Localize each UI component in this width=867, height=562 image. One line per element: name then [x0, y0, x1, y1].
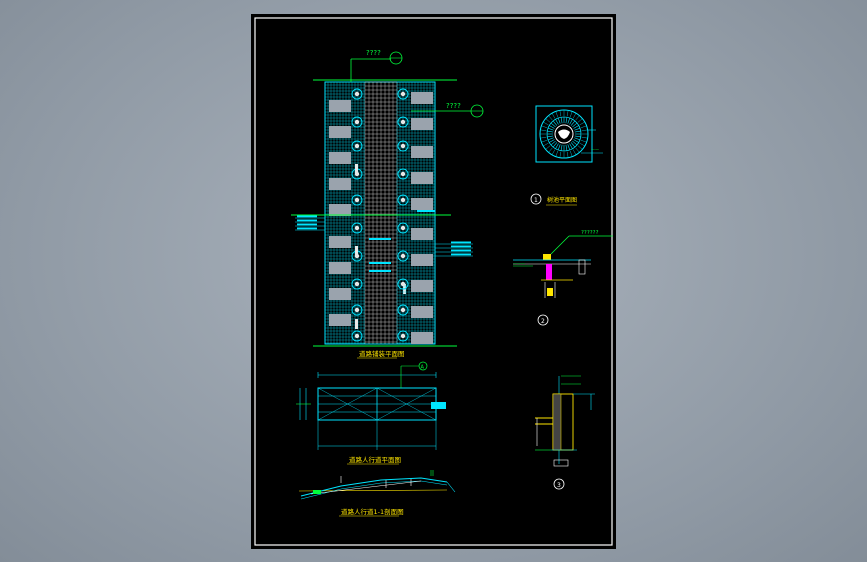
detail-1-marker: [530, 193, 542, 205]
detail-2-marker: [537, 314, 549, 326]
tree-trunk: [554, 124, 574, 144]
svg-text:A: A: [421, 365, 425, 371]
section-title-2: 道路人行道1-1剖面图: [341, 507, 404, 516]
svg-text:3: 3: [557, 482, 561, 489]
right-tree-strip: [396, 81, 435, 344]
sidewalk-plan: A: [296, 361, 446, 450]
svg-text:———: ———: [513, 261, 525, 266]
callout-1-label: ????: [366, 49, 381, 57]
sidewalk-marker-block: [431, 402, 446, 409]
drawing-sheet: ???? ???? 道路铺装平面图 —— 1 树池平面图 ??????: [251, 14, 616, 549]
left-annotations: [295, 210, 473, 272]
sidewalk-section: [298, 470, 456, 500]
detail-1-title: 树池平面图: [547, 196, 577, 204]
paving-grid: [364, 81, 398, 344]
sheet-frame: [254, 17, 613, 546]
svg-text:2: 2: [541, 318, 545, 325]
curb-cap: [543, 254, 551, 260]
callout-2: ????: [411, 102, 484, 118]
curb-post: [546, 264, 552, 280]
callout-2-label: ????: [446, 102, 461, 110]
road-plan: [291, 79, 473, 347]
plan-title: 道路铺装平面图: [359, 349, 405, 358]
curb-detail-2: ?????? ——— 2: [513, 230, 613, 326]
callout-1: ????: [350, 49, 403, 82]
left-tree-strip: [324, 81, 406, 344]
callout-3-label: ??????: [581, 230, 599, 236]
tree-pit-square: [535, 105, 593, 163]
svg-text:——: ——: [591, 147, 599, 152]
curb-detail-3: 3: [535, 375, 595, 490]
detail-1-label: 1 树池平面图: [530, 193, 577, 206]
cad-drawing: ???? ???? 道路铺装平面图 —— 1 树池平面图 ??????: [254, 17, 613, 546]
tree-leaf-icon: [558, 129, 570, 139]
section-title-1: 道路人行道平面图: [349, 455, 401, 464]
sidewalk-callout-circle: [418, 361, 428, 371]
tree-pit-detail: ——: [535, 105, 603, 163]
svg-text:1: 1: [534, 197, 538, 204]
detail-3-marker: [553, 478, 565, 490]
